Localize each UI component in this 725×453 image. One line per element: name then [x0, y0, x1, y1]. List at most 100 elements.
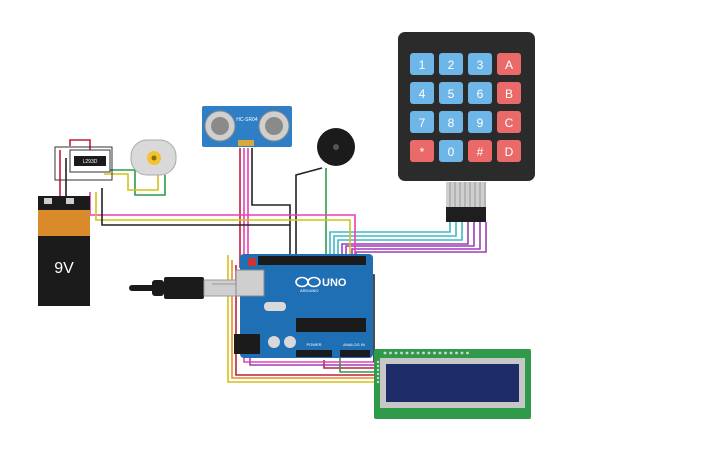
lcd-side-pin[interactable] [376, 364, 380, 368]
wire-motor-b[interactable] [104, 173, 159, 191]
keypad-key-face[interactable] [410, 140, 434, 162]
keypad-key-face[interactable] [468, 140, 492, 162]
wire-keypad-1[interactable] [329, 222, 451, 262]
keypad-key-face[interactable] [468, 53, 492, 75]
keypad-key-face[interactable] [468, 82, 492, 104]
keypad-key-A[interactable]: A [497, 53, 521, 75]
wire-driver-2[interactable] [95, 192, 351, 262]
keypad-key-face[interactable] [497, 82, 521, 104]
arduino-reset-button[interactable] [248, 258, 256, 266]
keypad-key-label: 2 [448, 58, 455, 72]
wire-keypad-4[interactable] [341, 222, 469, 262]
arduino-model: UNO [322, 277, 347, 289]
keypad-key-label: 1 [419, 58, 426, 72]
battery-body [38, 236, 90, 306]
keypad-key-face[interactable] [497, 111, 521, 133]
keypad-key-C[interactable]: C [497, 111, 521, 133]
keypad-key-face[interactable] [439, 82, 463, 104]
keypad-key-face[interactable] [497, 140, 521, 162]
dc-motor-icon[interactable] [130, 139, 177, 176]
keypad-key-5[interactable]: 5 [439, 82, 463, 104]
keypad-key-1[interactable]: 1 [410, 53, 434, 75]
keypad-key-label: 8 [448, 116, 455, 130]
wire-keypad-2[interactable] [333, 222, 457, 262]
keypad-key-0[interactable]: 0 [439, 140, 463, 162]
lcd-pin[interactable] [427, 351, 431, 355]
keypad-key-label: 9 [477, 116, 484, 130]
lcd-side-pin[interactable] [376, 368, 380, 372]
keypad-key-label: 0 [448, 145, 455, 159]
keypad-key-label: 4 [419, 87, 426, 101]
keypad-key-*[interactable]: * [410, 140, 434, 162]
wire-keypad-3[interactable] [337, 222, 463, 262]
keypad-key-6[interactable]: 6 [468, 82, 492, 104]
ultrasonic-pins [238, 140, 254, 146]
keypad-key-face[interactable] [468, 111, 492, 133]
lcd-pin[interactable] [466, 351, 469, 355]
keypad-key-7[interactable]: 7 [410, 111, 434, 133]
lcd-pin[interactable] [389, 351, 392, 355]
keypad-key-label: 6 [477, 87, 484, 101]
battery-9v[interactable]: + − 9V [38, 196, 90, 306]
lcd-pin[interactable] [405, 351, 409, 355]
keypad-key-B[interactable]: B [497, 82, 521, 104]
keypad-key-label: A [505, 58, 513, 72]
keypad-key-face[interactable] [439, 53, 463, 75]
keypad-key-face[interactable] [439, 140, 463, 162]
arduino-analog-label: ANALOG IN [343, 342, 365, 347]
keypad-key-2[interactable]: 2 [439, 53, 463, 75]
keypad-key-label: # [477, 145, 484, 159]
ultrasonic-sensor[interactable]: HC-SR04 [202, 106, 292, 147]
lcd-pin[interactable] [449, 351, 453, 355]
keypad-key-#[interactable]: # [468, 140, 492, 162]
lcd-pin[interactable] [444, 351, 447, 355]
keypad-key-face[interactable] [439, 111, 463, 133]
wire-lcd-3[interactable] [227, 255, 376, 383]
keypad-key-4[interactable]: 4 [410, 82, 434, 104]
wire-buzzer-gnd[interactable] [295, 167, 323, 262]
lcd-side-pin[interactable] [376, 376, 380, 380]
lcd-screen [386, 364, 519, 402]
wire-lcd-1[interactable] [235, 265, 376, 376]
lcd-side-pin[interactable] [376, 372, 380, 376]
lcd-pin[interactable] [433, 351, 436, 355]
wire-motor-a[interactable] [100, 169, 166, 196]
lcd-display[interactable] [374, 349, 531, 419]
wire-us-gnd[interactable] [251, 148, 291, 262]
lcd-pin[interactable] [411, 351, 414, 355]
keypad-key-3[interactable]: 3 [468, 53, 492, 75]
keypad-key-face[interactable] [410, 53, 434, 75]
lcd-side-pin[interactable] [376, 360, 380, 364]
wire-keypad-7[interactable] [355, 222, 487, 262]
lcd-pin[interactable] [383, 351, 387, 355]
lcd-side-pin[interactable] [376, 380, 380, 384]
motor-driver-chip[interactable]: L293D [54, 146, 113, 181]
battery-label: 9V [54, 260, 74, 277]
lcd-pin[interactable] [394, 351, 398, 355]
buzzer-icon[interactable] [317, 128, 355, 166]
wire-lcd-2[interactable] [231, 260, 376, 379]
keypad-key-face[interactable] [497, 53, 521, 75]
wire-driver-gnd[interactable] [101, 188, 290, 226]
keypad-key-8[interactable]: 8 [439, 111, 463, 133]
keypad-key-label: 7 [419, 116, 426, 130]
keypad-key-face[interactable] [410, 82, 434, 104]
arduino-power-jack [234, 334, 260, 354]
keypad-key-9[interactable]: 9 [468, 111, 492, 133]
arduino-uno[interactable]: UNO ARDUINO POWER ANALOG IN [234, 254, 373, 358]
keypad-key-D[interactable]: D [497, 140, 521, 162]
lcd-pin[interactable] [438, 351, 442, 355]
lcd-pin[interactable] [422, 351, 425, 355]
lcd-pin[interactable] [416, 351, 420, 355]
usb-cable-icon[interactable] [129, 277, 241, 299]
lcd-pin[interactable] [460, 351, 464, 355]
ultrasonic-label: HC-SR04 [236, 117, 258, 123]
wire-driver-1[interactable] [89, 192, 356, 262]
arduino-power-header [296, 350, 332, 357]
lcd-pin[interactable] [400, 351, 403, 355]
battery-copper [38, 210, 90, 236]
lcd-pin[interactable] [455, 351, 458, 355]
keypad-key-face[interactable] [410, 111, 434, 133]
